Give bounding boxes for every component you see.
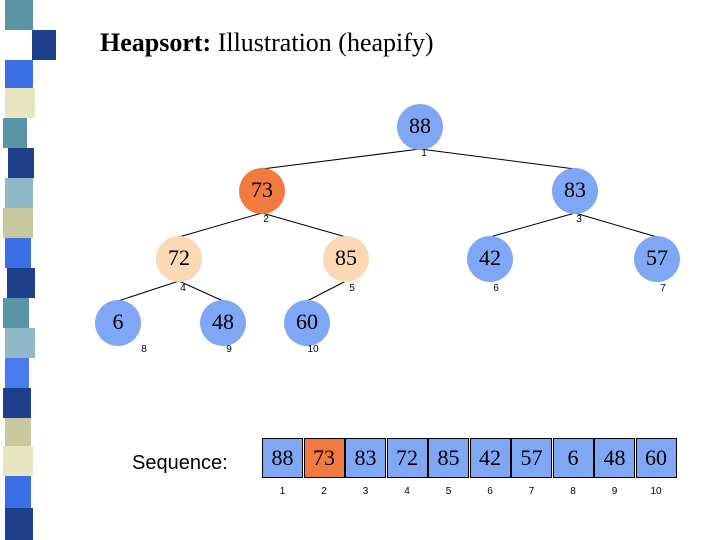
stripe-block (5, 178, 33, 208)
stripe-block (5, 60, 33, 88)
tree-node-value: 88 (409, 113, 431, 138)
sequence-index: 1 (279, 486, 286, 497)
tree-node-index: 3 (576, 214, 582, 225)
sequence-index: 2 (321, 486, 327, 497)
sequence-index: 7 (528, 486, 535, 497)
tree-edge (574, 212, 658, 238)
decorative-stripe (0, 0, 64, 540)
sequence-cell: 83 (345, 438, 386, 478)
tree-node-value: 73 (251, 177, 273, 202)
tree-node-index: 10 (307, 344, 319, 355)
tree-node-value: 72 (168, 245, 190, 270)
stripe-block (5, 476, 31, 508)
stripe-block (3, 208, 33, 238)
sequence-index: 3 (362, 486, 369, 497)
sequence-index: 8 (570, 486, 576, 497)
sequence-index: 6 (487, 486, 493, 497)
stripe-block (5, 328, 35, 358)
tree-node (95, 300, 141, 346)
tree-node (634, 236, 680, 282)
sequence-cell: 88 (262, 438, 303, 478)
tree-node-value: 48 (212, 309, 234, 334)
tree-edge (489, 212, 576, 238)
sequence-cell: 73 (303, 438, 345, 478)
tree-edge (117, 280, 180, 302)
tree-node (239, 168, 285, 214)
tree-node (397, 104, 443, 150)
tree-node-value: 42 (479, 245, 501, 270)
tree-node (467, 236, 513, 282)
tree-node-value: 57 (646, 245, 668, 270)
tree-node (323, 236, 369, 282)
title-bold: Heapsort: (100, 28, 212, 57)
sequence-cell: 60 (635, 438, 677, 478)
page-title: Heapsort: Illustration (heapify) (100, 28, 434, 58)
title-rest: Illustration (heapify) (211, 28, 434, 57)
stripe-block (5, 88, 35, 118)
tree-node-index: 8 (141, 344, 147, 355)
tree-node-value: 85 (335, 245, 357, 270)
tree-node-index: 7 (660, 283, 666, 294)
tree-node-index: 1 (421, 148, 427, 159)
stripe-block (3, 118, 27, 148)
stripe-block (32, 30, 56, 60)
sequence-cell: 57 (511, 438, 552, 478)
stripe-block (5, 418, 31, 446)
sequence-index: 4 (404, 486, 410, 497)
tree-node (552, 168, 598, 214)
stripe-block (3, 388, 31, 418)
stripe-block (8, 148, 34, 178)
tree-node (156, 236, 202, 282)
tree-node-index: 5 (349, 283, 355, 294)
tree-node (200, 300, 246, 346)
sequence-cell: 85 (428, 438, 469, 478)
tree-node-index: 6 (493, 283, 499, 294)
stripe-block (3, 446, 33, 476)
tree-node-index: 4 (180, 283, 186, 294)
sequence-cell: 72 (386, 438, 428, 478)
tree-edge (306, 280, 347, 302)
tree-node (284, 300, 330, 346)
sequence-cell: 42 (469, 438, 511, 478)
tree-edge (419, 148, 576, 170)
sequence-index: 5 (445, 486, 452, 497)
stripe-block (5, 238, 31, 268)
sequence-cell: 48 (594, 438, 635, 478)
sequence-index: 10 (650, 486, 662, 497)
stripe-block (5, 358, 29, 388)
tree-edge (178, 212, 263, 238)
sequence-label: Sequence: (132, 452, 228, 474)
tree-edge (178, 280, 224, 302)
stripe-block (3, 298, 29, 328)
tree-edge (261, 148, 421, 170)
stripe-block (7, 268, 35, 298)
tree-edge (261, 212, 347, 238)
stripe-block (5, 508, 33, 540)
stripe-block (5, 0, 33, 30)
tree-node-index: 9 (226, 344, 232, 355)
tree-node-index: 2 (263, 214, 269, 225)
sequence-index: 9 (611, 486, 618, 497)
tree-node-value: 60 (296, 309, 318, 334)
sequence-cell: 6 (552, 438, 594, 478)
tree-node-value: 83 (564, 177, 586, 202)
tree-node-value: 6 (112, 309, 124, 334)
